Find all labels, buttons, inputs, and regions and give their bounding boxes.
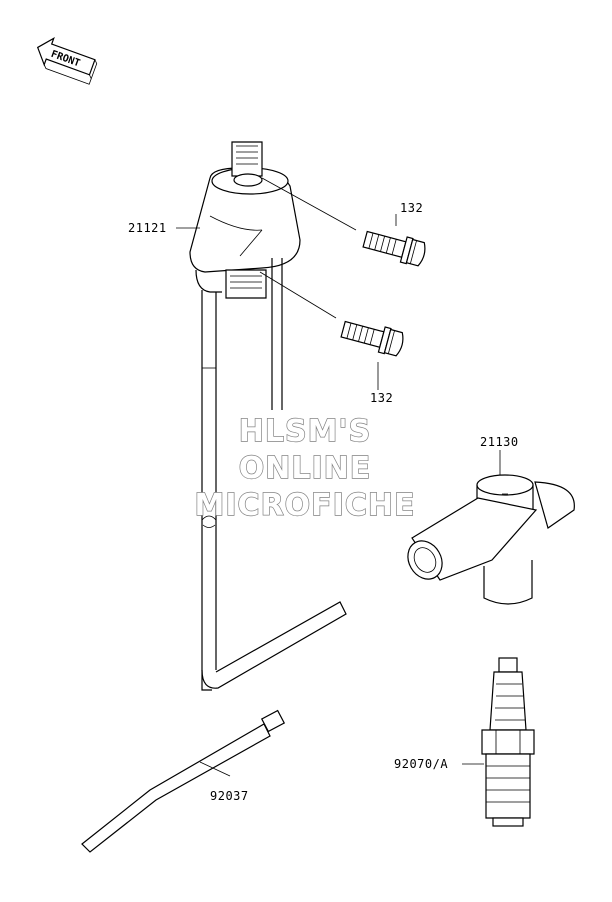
bolt-bottom-part	[340, 320, 404, 357]
watermark-line2: ONLINE	[239, 451, 372, 486]
bolt-top-part	[362, 230, 426, 267]
watermark-line3: MICROFICHE	[195, 488, 416, 523]
front-arrow-icon: FRONT	[36, 37, 98, 85]
ignition-coil-part	[176, 141, 357, 691]
cable-tie-part	[81, 709, 286, 853]
label-92070: 92070/A	[394, 757, 448, 771]
label-21130: 21130	[480, 435, 519, 449]
label-132-top: 132	[400, 201, 423, 215]
label-132-bottom: 132	[370, 391, 393, 405]
watermark-line1: HLSM'S	[239, 414, 371, 449]
label-92037: 92037	[210, 789, 249, 803]
plug-cap-part	[407, 450, 575, 605]
label-21121: 21121	[128, 221, 167, 235]
spark-plug-part	[462, 657, 535, 827]
